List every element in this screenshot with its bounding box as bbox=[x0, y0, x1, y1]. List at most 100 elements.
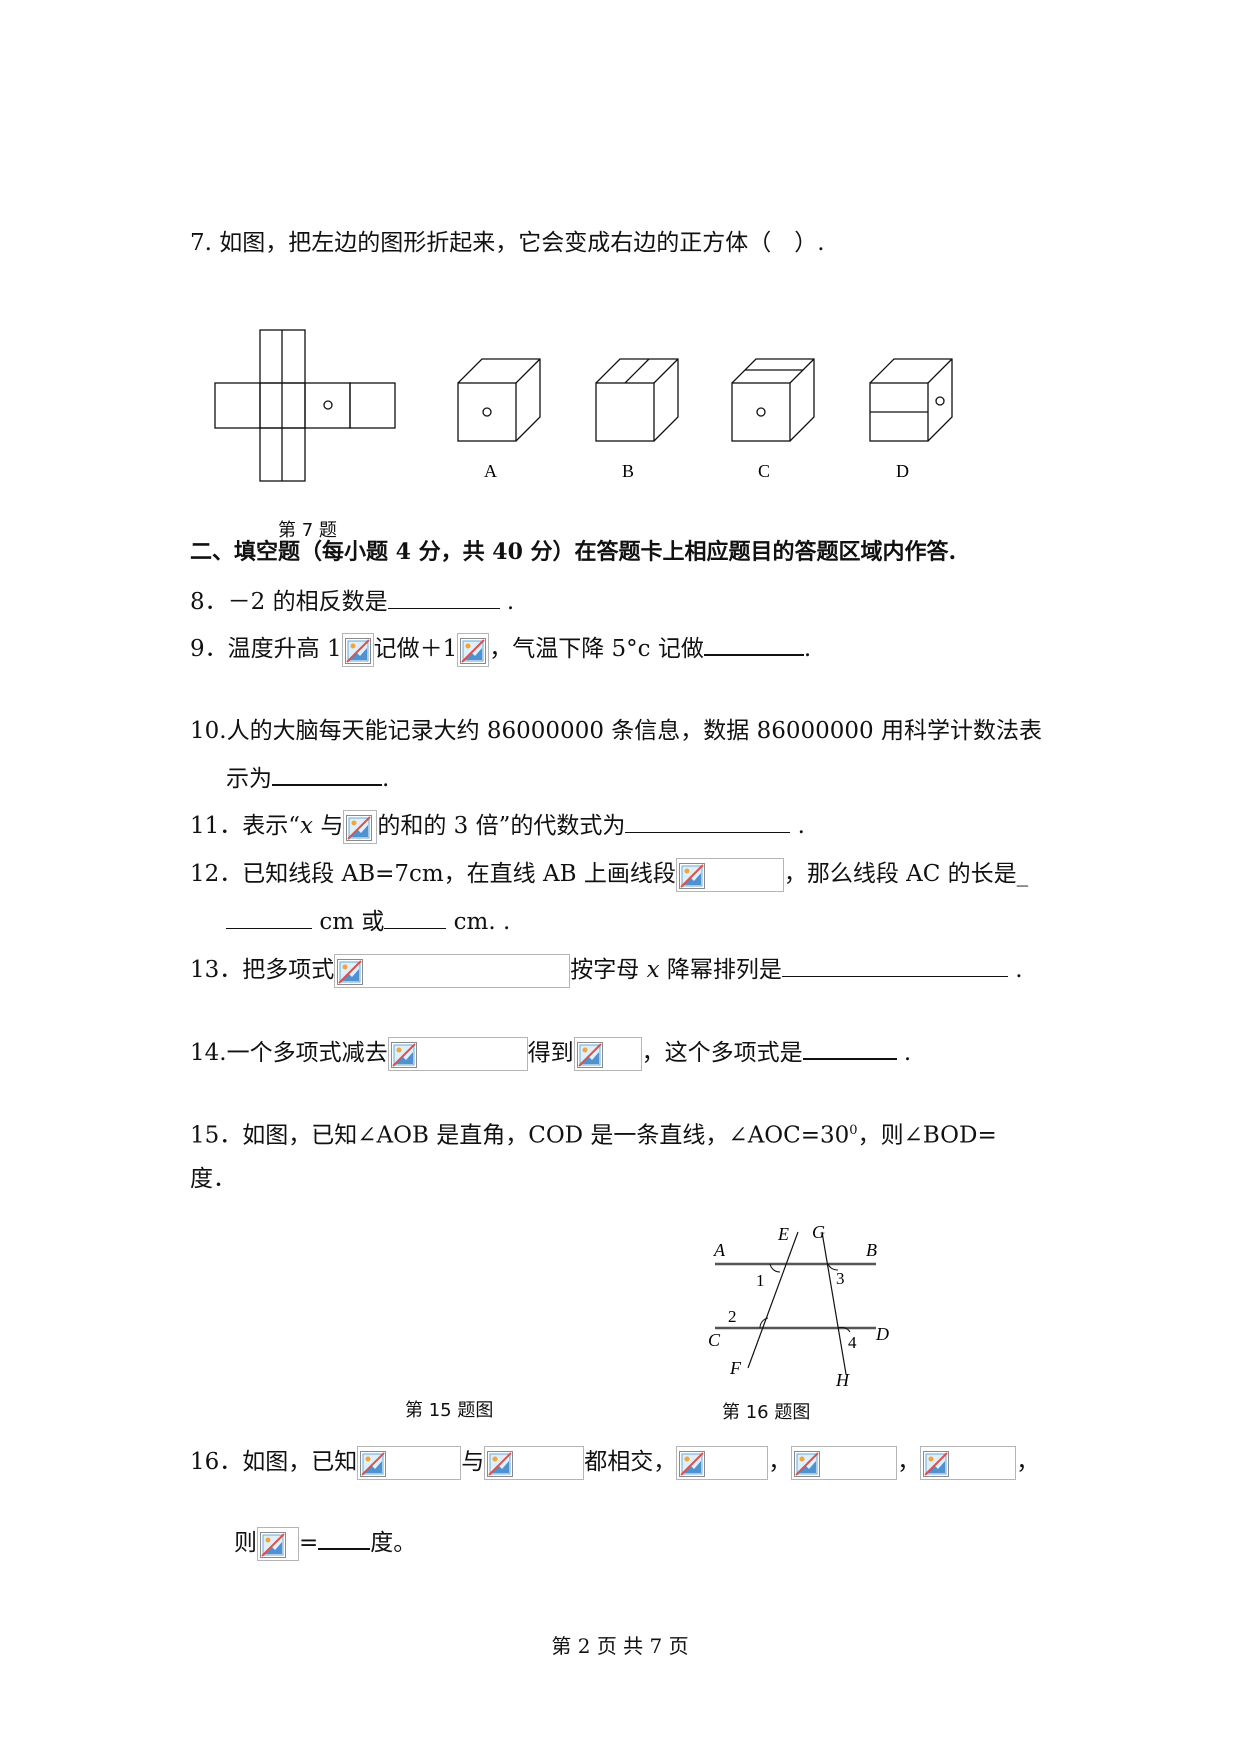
question-10-text: 示为 bbox=[226, 766, 272, 792]
question-7-text: 7. 如图，把左边的图形折起来，它会变成右边的正方体（ ）. bbox=[190, 230, 825, 256]
period: . bbox=[1015, 957, 1023, 983]
question-12-text-a: 12．已知线段 AB=7cm，在直线 AB 上画线段 bbox=[190, 861, 676, 887]
comma: ， bbox=[1016, 1449, 1040, 1475]
broken-image-icon bbox=[676, 1446, 769, 1480]
angle-label-2: 2 bbox=[728, 1307, 737, 1326]
broken-image-icon bbox=[357, 1446, 462, 1480]
option-label-b: B bbox=[622, 461, 634, 481]
option-label-d: D bbox=[896, 461, 909, 481]
question-8-text: 8．－2 的相反数是 bbox=[190, 589, 388, 615]
question-10-line-2: 示为. bbox=[226, 762, 389, 794]
question-16-line-1: 16．如图，已知 与 都相交， ， ， ， bbox=[190, 1446, 1039, 1480]
question-14: 14.一个多项式减去 得到 ，这个多项式是 . bbox=[190, 1036, 911, 1071]
answer-blank bbox=[802, 1036, 897, 1060]
point-label-c: C bbox=[708, 1330, 721, 1350]
question-11: 11．表示“x 与 的和的 3 倍”的代数式为 . bbox=[190, 810, 805, 844]
question-13-text-c: 降幂排列是 bbox=[659, 957, 782, 983]
question-7-figure: A B C D bbox=[214, 329, 953, 482]
broken-image-icon bbox=[675, 858, 784, 892]
answer-blank bbox=[387, 586, 500, 609]
question-11-text-a: 11．表示“ bbox=[190, 813, 301, 839]
question-15-line-2: 度． bbox=[190, 1166, 236, 1192]
broken-image-icon bbox=[920, 1446, 1017, 1480]
question-12-line-1: 12．已知线段 AB=7cm，在直线 AB 上画线段 ，那么线段 AC 的长是_ bbox=[190, 858, 1028, 892]
question-13-text-b: 按字母 bbox=[570, 957, 647, 983]
period: . bbox=[903, 1040, 912, 1066]
question-14-text-a: 14.一个多项式减去 bbox=[190, 1040, 388, 1066]
figure-15-caption: 第 15 题图 bbox=[405, 1400, 494, 1421]
page-footer: 第 2 页 共 7 页 bbox=[551, 1634, 689, 1658]
broken-image-icon bbox=[573, 1037, 642, 1071]
question-16-line-2: 则 = 度。 bbox=[234, 1526, 416, 1561]
question-9-text-c: ，气温下降 5°c 记做 bbox=[489, 636, 704, 662]
question-16-text-e: 度。 bbox=[370, 1530, 417, 1556]
point-label-a: A bbox=[713, 1240, 726, 1260]
angle-label-4: 4 bbox=[848, 1333, 857, 1352]
question-16-figure: A B C D E F G H 1 2 3 4 bbox=[708, 1222, 889, 1390]
answer-blank bbox=[318, 1526, 371, 1550]
equals-sign: = bbox=[299, 1530, 319, 1556]
comma: ， bbox=[768, 1449, 792, 1475]
question-12-text-d: cm. . bbox=[453, 909, 511, 935]
question-16-text-c: 都相交， bbox=[584, 1449, 677, 1475]
question-11-text-b: 与 bbox=[313, 813, 344, 839]
cube-option-d bbox=[869, 358, 953, 442]
question-7-caption: 第 7 题 bbox=[278, 520, 337, 541]
period: . bbox=[506, 589, 515, 615]
question-9: 9．温度升高 1 记做＋1 ，气温下降 5°c 记做. bbox=[190, 632, 811, 667]
section-2-heading: 二、填空题（每小题 4 分，共 40 分）在答题卡上相应题目的答题区域内作答. bbox=[190, 539, 957, 565]
question-14-text-c: ，这个多项式是 bbox=[641, 1040, 803, 1066]
cube-option-b bbox=[595, 358, 679, 442]
question-12-text-c: cm 或 bbox=[319, 909, 385, 935]
question-9-text-a: 9．温度升高 1 bbox=[190, 636, 342, 662]
period: . bbox=[797, 813, 805, 839]
broken-image-icon bbox=[791, 1446, 898, 1480]
broken-image-icon bbox=[343, 810, 378, 844]
answer-blank bbox=[272, 762, 382, 786]
question-11-text-c: 的和的 3 倍”的代数式为 bbox=[377, 813, 626, 839]
option-label-c: C bbox=[758, 461, 770, 481]
point-label-d: D bbox=[875, 1324, 889, 1344]
point-label-h: H bbox=[835, 1370, 850, 1390]
broken-image-icon bbox=[257, 1527, 299, 1561]
question-10-line-1: 10.人的大脑每天能记录大约 86000000 条信息，数据 86000000 … bbox=[190, 718, 1042, 744]
angle-label-3: 3 bbox=[836, 1269, 845, 1288]
question-13-text-a: 13．把多项式 bbox=[190, 957, 335, 983]
broken-image-icon bbox=[341, 633, 374, 667]
answer-blank bbox=[703, 632, 804, 656]
question-16-text-d: 则 bbox=[234, 1530, 257, 1556]
answer-blank bbox=[781, 954, 1008, 977]
question-8: 8．－2 的相反数是 . bbox=[190, 586, 514, 617]
broken-image-icon bbox=[334, 954, 571, 988]
point-label-f: F bbox=[729, 1358, 742, 1378]
period: . bbox=[803, 636, 812, 662]
question-16-text-a: 16．如图，已知 bbox=[190, 1449, 358, 1475]
period: . bbox=[382, 766, 390, 792]
broken-image-icon bbox=[387, 1037, 528, 1071]
variable-x: x bbox=[300, 813, 314, 839]
question-15-text-a: 15．如图，已知∠AOB 是直角，COD 是一条直线，∠AOC=30 bbox=[190, 1122, 850, 1149]
variable-x: x bbox=[646, 957, 660, 983]
question-9-text-b: 记做＋1 bbox=[373, 636, 458, 662]
option-label-a: A bbox=[484, 461, 497, 481]
figure-16-caption: 第 16 题图 bbox=[722, 1402, 811, 1423]
broken-image-icon bbox=[457, 633, 490, 667]
superscript: 0 bbox=[849, 1123, 858, 1138]
cube-option-a bbox=[457, 358, 541, 442]
point-label-g: G bbox=[812, 1222, 825, 1242]
answer-blank bbox=[625, 810, 791, 833]
answer-blank bbox=[226, 906, 312, 929]
question-16-text-b: 与 bbox=[461, 1449, 485, 1475]
question-14-text-b: 得到 bbox=[527, 1040, 574, 1066]
cube-option-c bbox=[731, 358, 815, 442]
comma: ， bbox=[897, 1449, 921, 1475]
broken-image-icon bbox=[484, 1446, 585, 1480]
cube-net bbox=[214, 329, 396, 482]
question-12-text-b: ，那么线段 AC 的长是_ bbox=[783, 861, 1029, 887]
question-12-line-2: cm 或 cm. . bbox=[226, 906, 510, 937]
question-15-text-b: ，则∠BOD= bbox=[857, 1122, 997, 1149]
answer-blank bbox=[384, 906, 447, 929]
point-label-e: E bbox=[777, 1224, 789, 1244]
angle-label-1: 1 bbox=[756, 1271, 765, 1290]
question-13: 13．把多项式 按字母 x 降幂排列是 . bbox=[190, 954, 1023, 988]
